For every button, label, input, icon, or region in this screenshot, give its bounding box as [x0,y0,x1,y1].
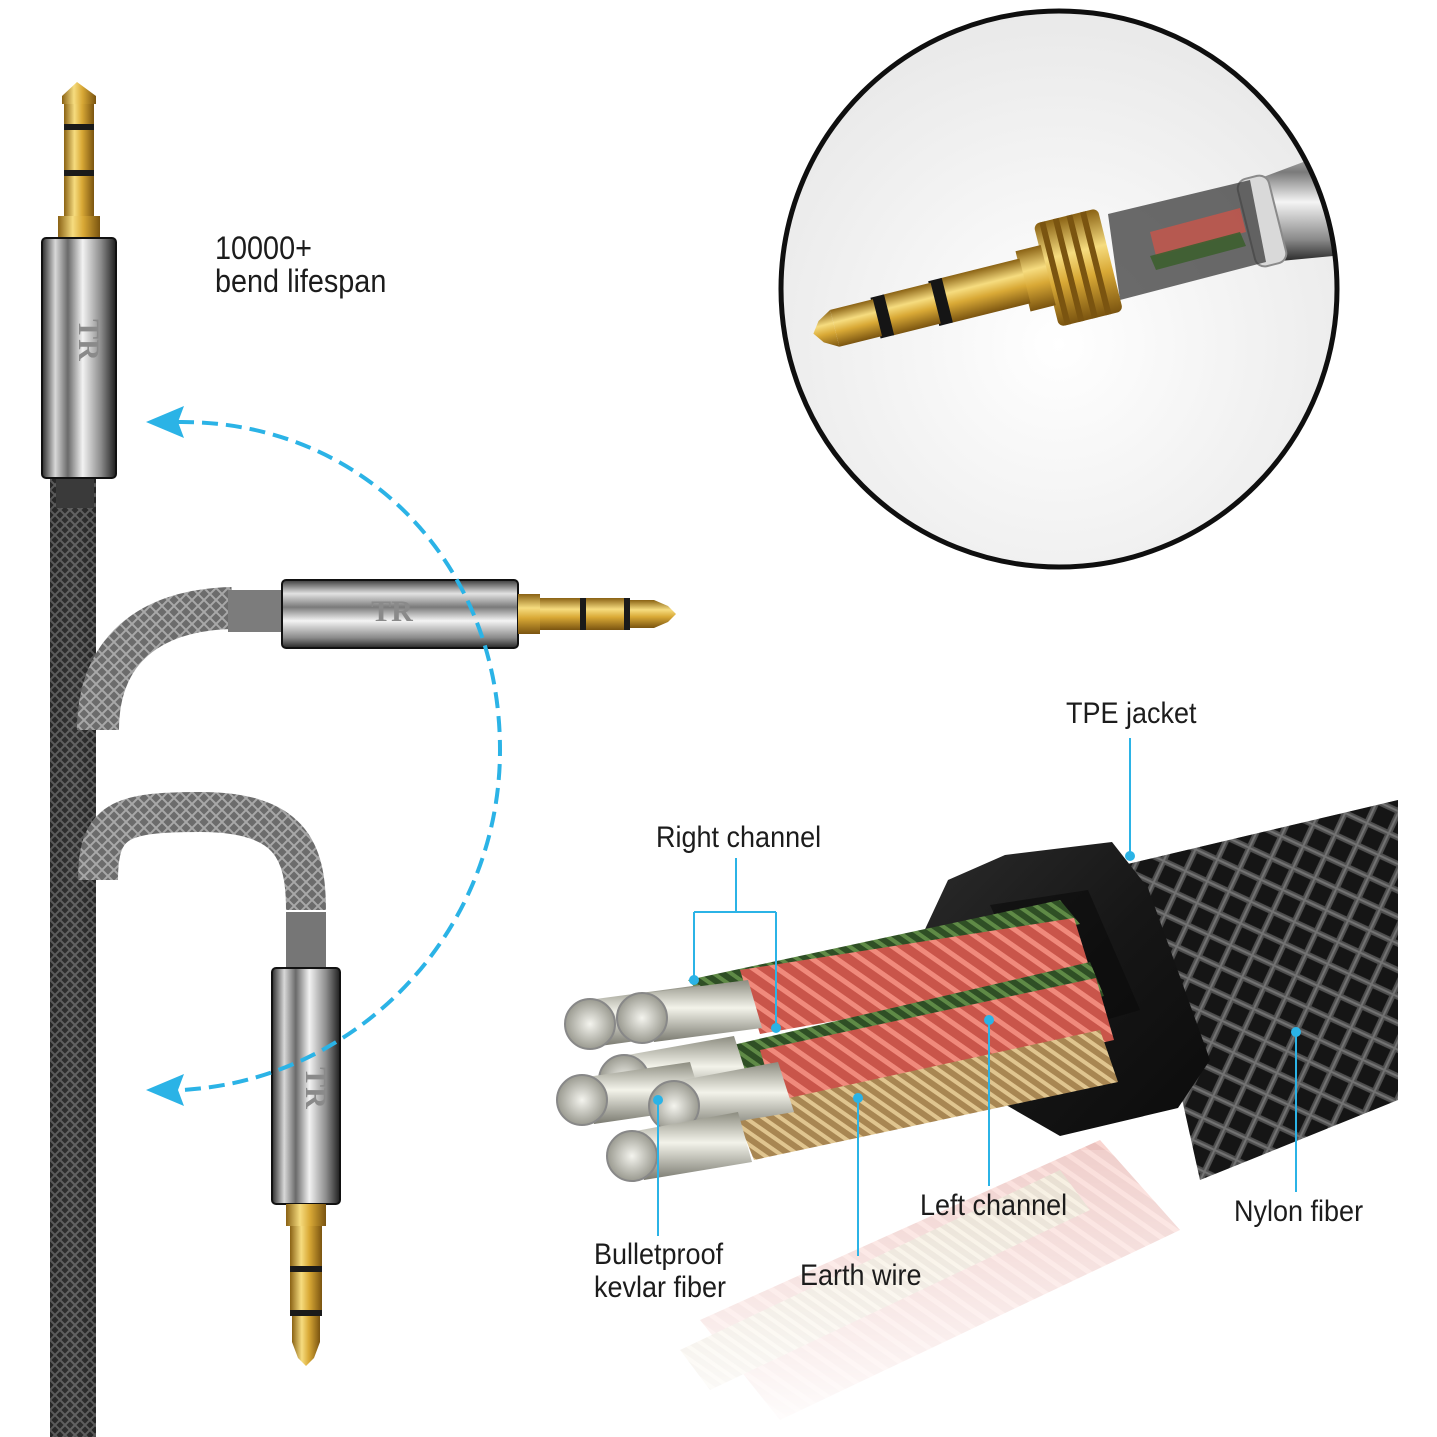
kevlar-fiber-label: Bulletproof kevlar fiber [594,1238,726,1304]
tpe-jacket-label: TPE jacket [1066,697,1197,730]
brand-mark-middle: TR [371,595,413,628]
arrow-down-icon [146,1074,184,1106]
arrow-up-icon [146,406,184,438]
conductor-bundles [556,900,1118,1182]
left-channel-label: Left channel [920,1189,1068,1222]
bend-lifespan-line2: bend lifespan [215,263,387,299]
lower-bent-cable: TR [78,791,341,1366]
middle-bent-cable: TR [77,579,676,731]
bend-arc [146,406,503,1106]
brand-mark-lower: TR [299,1067,332,1109]
bend-lifespan-line1: 10000+ [215,230,312,266]
callout-lines [657,738,1297,1256]
bend-lifespan-label: 10000+ bend lifespan [215,232,386,298]
vertical-cable [50,468,96,1437]
top-jack-plug: TR [41,82,117,479]
cable-cross-section [556,738,1420,1437]
earth-wire-label: Earth wire [800,1259,922,1292]
brand-mark-top: TR [72,319,105,361]
callout-dots [653,851,1301,1105]
zoom-circle [778,8,1340,570]
nylon-fiber-label: Nylon fiber [1234,1195,1364,1228]
kevlar-line1: Bulletproof [594,1238,724,1271]
right-channel-label: Right channel [656,821,822,854]
kevlar-line2: kevlar fiber [594,1271,727,1304]
